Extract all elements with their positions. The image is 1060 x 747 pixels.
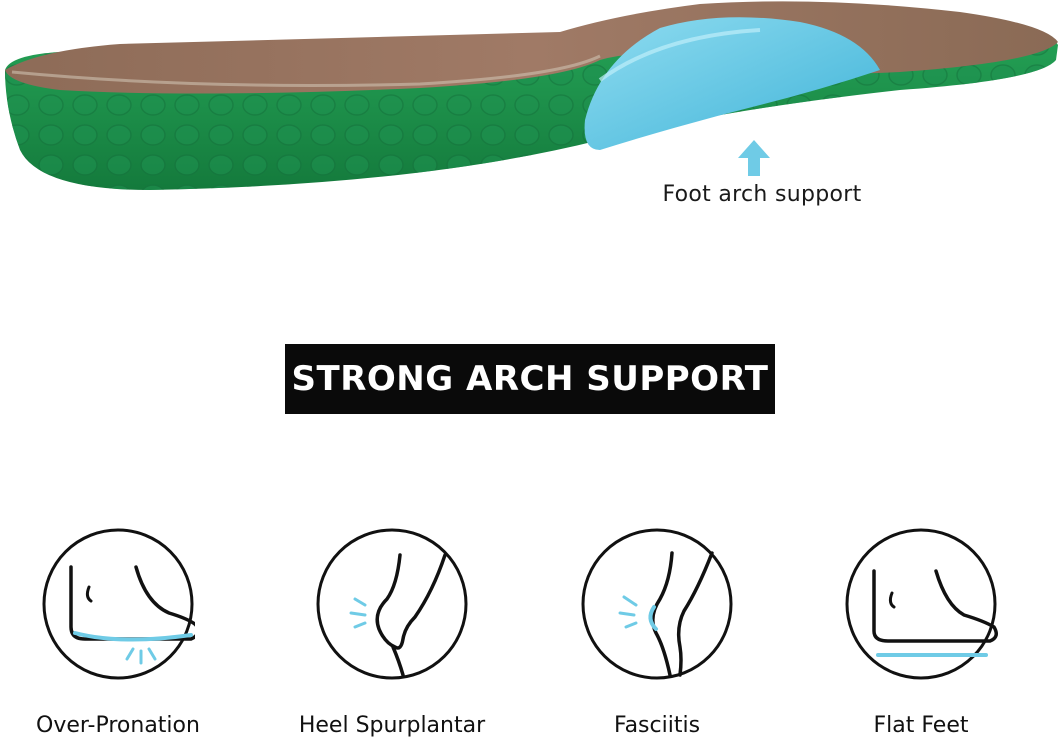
up-arrow-icon — [738, 140, 770, 176]
condition-label: Flat Feet — [873, 713, 969, 738]
section-banner: STRONG ARCH SUPPORT — [285, 344, 775, 414]
condition-label: Over-Pronation — [36, 713, 200, 738]
insole-product-image — [5, 1, 1058, 190]
condition-flat-feet: Flat Feet — [821, 527, 1021, 742]
heel-spur-icon — [316, 528, 468, 680]
callout-label: Foot arch support — [662, 182, 862, 207]
plantar-fasciitis-icon — [581, 528, 733, 680]
condition-fasciitis: Fasciitis — [557, 527, 757, 742]
condition-over-pronation: Over-Pronation — [18, 527, 218, 742]
flat-feet-icon — [845, 528, 998, 680]
condition-label: Fasciitis — [613, 713, 701, 738]
foot-overpronation-icon — [42, 528, 195, 680]
banner-title: STRONG ARCH SUPPORT — [291, 359, 769, 399]
condition-heel-spur: Heel Spurplantar — [292, 527, 492, 742]
condition-label: Heel Spurplantar — [298, 713, 486, 738]
